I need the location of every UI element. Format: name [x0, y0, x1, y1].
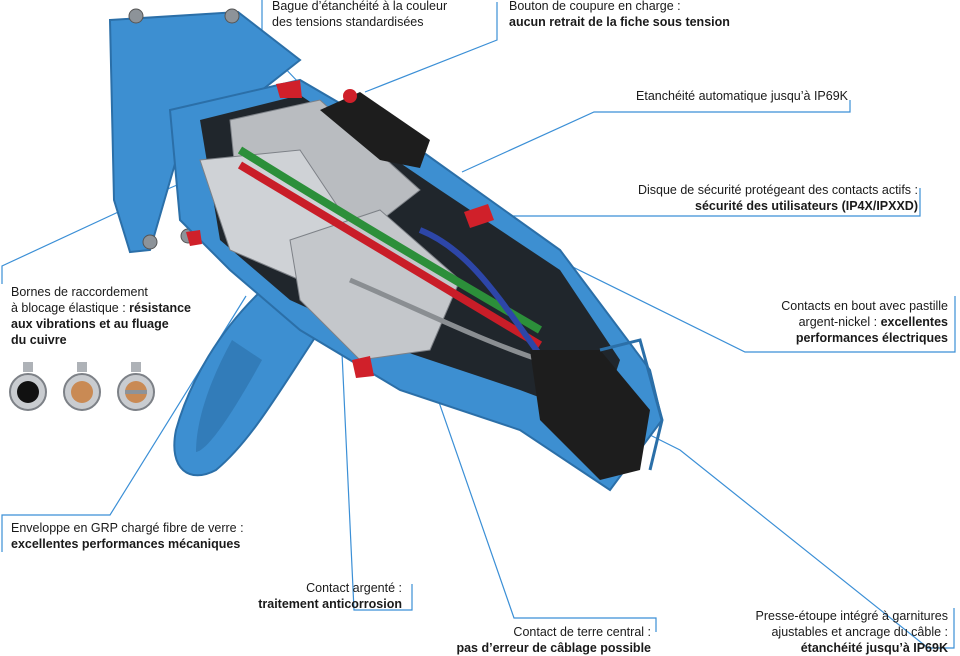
label-enveloppe: Enveloppe en GRP chargé fibre de verre :…	[11, 521, 244, 551]
label-contact-argente: Contact argenté : traitement anticorrosi…	[258, 581, 402, 611]
handle-grip	[173, 288, 322, 477]
label-presse-etoupe: Presse-étoupe intégré à garnitures ajust…	[755, 609, 948, 655]
label-contact-terre: Contact de terre central : pas d’erreur …	[456, 625, 651, 655]
label-bornes: Bornes de raccordement à blocage élastiq…	[11, 285, 191, 347]
connector-body	[168, 78, 664, 492]
label-bouton: Bouton de coupure en charge : aucun retr…	[509, 0, 730, 29]
leader-enveloppe	[1, 295, 247, 552]
screw-icon	[224, 8, 240, 24]
terminal-details	[9, 362, 155, 411]
leader-presse	[639, 429, 955, 649]
leader-argente	[339, 309, 413, 611]
leader-etancheite	[461, 100, 851, 173]
leader-terre	[399, 289, 657, 632]
label-contacts-bout: Contacts en bout avec pastille argent-ni…	[781, 299, 948, 345]
terminal-icon-1	[9, 362, 47, 411]
seal-ring-icon	[276, 80, 302, 98]
screw-icon	[142, 234, 158, 250]
screw-icon	[128, 8, 144, 24]
terminal-icon-2	[63, 362, 101, 411]
leader-bouton	[364, 2, 498, 93]
label-bague: Bague d’étanchéité à la couleur des tens…	[272, 0, 448, 29]
label-disque: Disque de sécurité protégeant des contac…	[637, 183, 918, 213]
label-etancheite-auto: Etanchéité automatique jusqu’à IP69K	[636, 89, 848, 103]
red-button-icon	[343, 89, 357, 103]
terminal-icon-3	[117, 362, 155, 411]
